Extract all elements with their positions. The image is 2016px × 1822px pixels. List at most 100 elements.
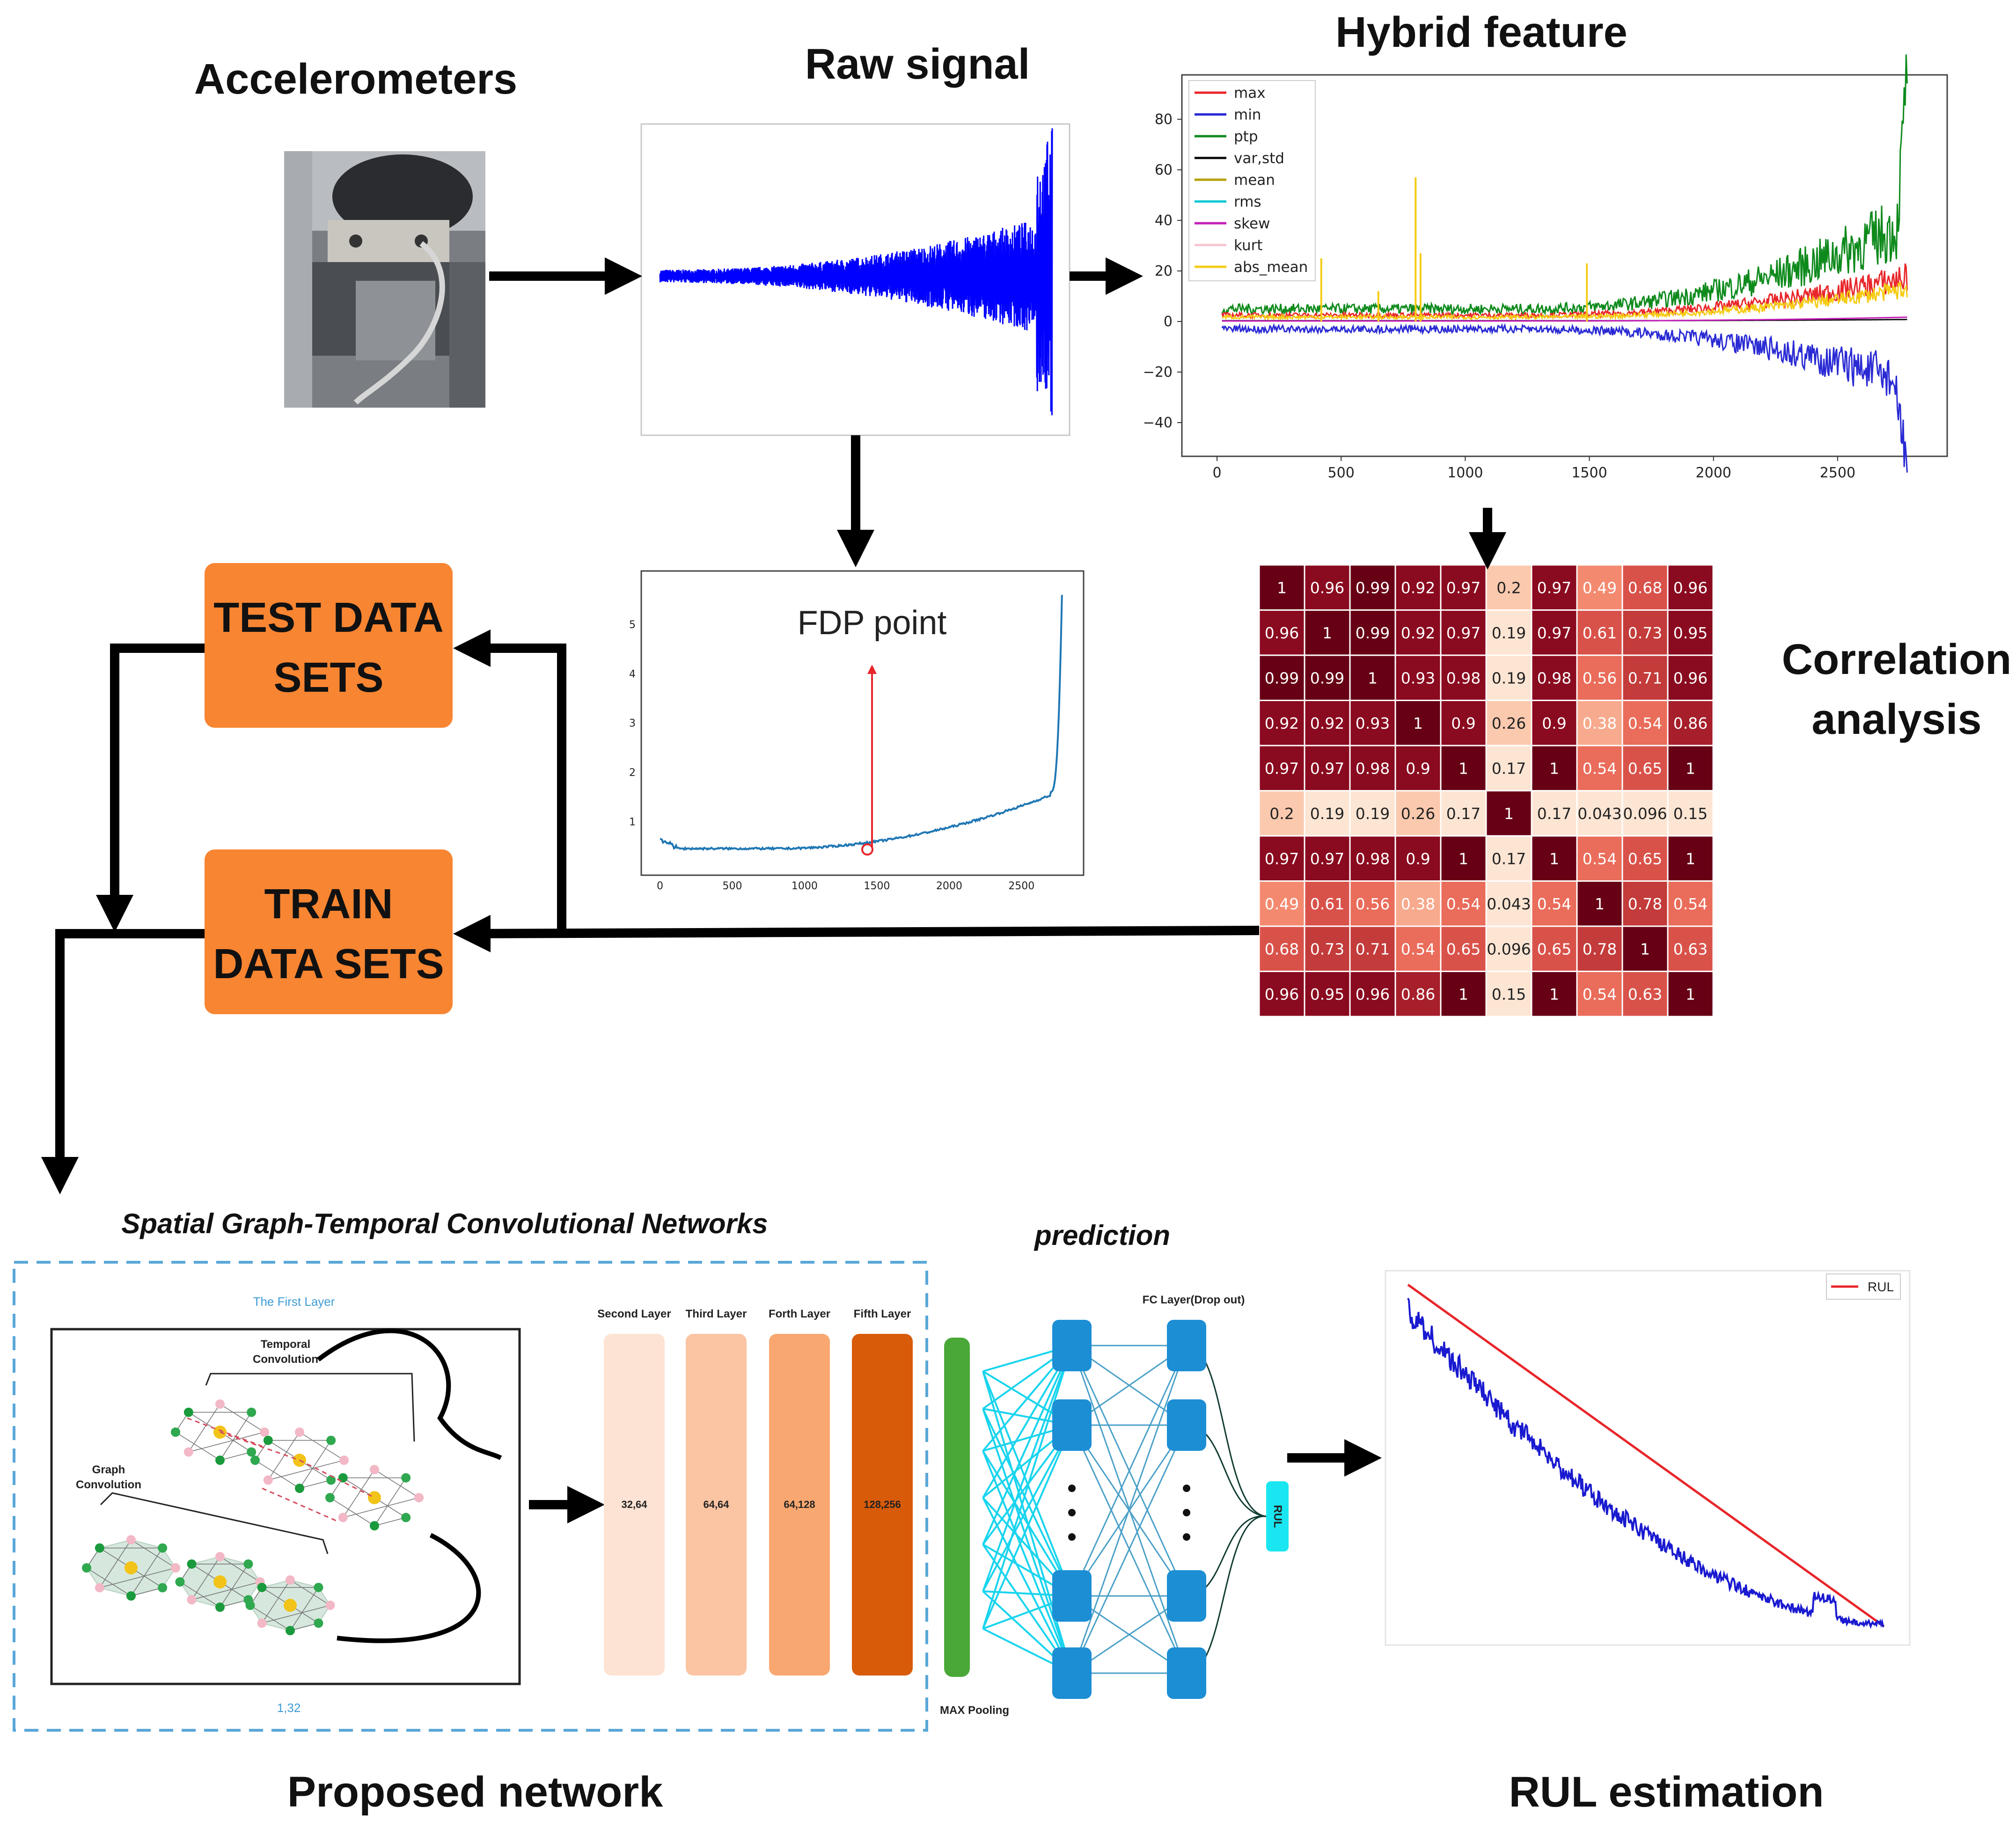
heatmap-value: 0.096 [1487,940,1531,958]
heatmap-value: 0.54 [1673,895,1708,913]
heatmap-value: 1 [1595,895,1605,913]
heatmap-cell [1349,790,1396,837]
hybrid-series-max [1221,263,1908,321]
graph-center-node [213,1575,227,1588]
fdp-ytick-label: 4 [629,668,636,680]
graph-edge [250,1605,291,1631]
fdp-xtick-label: 0 [657,880,663,892]
fc-ellipsis-dot [1068,1533,1076,1541]
hybrid-legend-label: skew [1234,215,1270,232]
graph-node [339,1456,349,1465]
heatmap-value: 1 [1549,849,1559,868]
heatmap-value: 1 [1277,578,1287,597]
graph-node [158,1543,168,1553]
heatmap-value: 1 [1459,849,1468,868]
fc-input-edge [982,1345,1073,1629]
hybrid-xtick-label: 500 [1328,465,1355,481]
heatmap-value: 0.65 [1628,849,1662,868]
heatmap-value: 0.65 [1537,940,1571,958]
graph-bracket [100,1492,329,1554]
conv-layer-bar [686,1334,747,1676]
heatmap-value: 0.56 [1583,669,1617,687]
graph-node [187,1595,197,1605]
fc-hidden-edge [1071,1345,1188,1674]
graph-center-node [125,1561,138,1574]
heatmap-value: 0.61 [1583,624,1617,642]
fc-input-edge [982,1497,1073,1674]
graph-edge [299,1432,345,1461]
heatmap-value: 0.73 [1628,624,1662,642]
hybrid-legend-label: abs_mean [1234,259,1308,276]
graph-node [247,1407,257,1417]
heatmap-cell [1667,790,1714,837]
graph-node [95,1583,104,1593]
heatmap-value: 0.63 [1673,940,1708,958]
hybrid-legend-label: kurt [1234,237,1263,254]
rul-true-line [1407,1283,1885,1628]
accelerometers-title: Accelerometers [194,55,517,103]
heatmap-value: 1 [1459,985,1468,1003]
heatmap-value: 0.61 [1310,895,1344,913]
heatmap-value: 0.2 [1269,805,1294,823]
heatmap-value: 0.86 [1673,714,1708,732]
heatmap-value: 0.9 [1451,714,1475,732]
fdp-ytick-label: 2 [629,767,636,779]
heatmap-value: 0.97 [1265,759,1299,777]
heatmap-cell [1531,654,1578,701]
rul-output-label: RUL [1271,1505,1284,1528]
graph-node [183,1447,193,1457]
conv-layer-name: Forth Layer [769,1308,830,1320]
first-layer-dims: 1,32 [277,1701,301,1715]
hybrid-ytick-label: −40 [1143,415,1173,431]
fc-ellipsis-dot [1068,1509,1076,1516]
graph-temporal-link [299,1459,375,1499]
heatmap-value: 0.92 [1401,578,1435,597]
graph-edge [175,1432,220,1461]
heatmap-cell [1576,745,1623,791]
graph-node [215,1552,225,1561]
graph-edge [220,1404,265,1433]
heatmap-value: 0.97 [1265,849,1299,868]
hybrid-series-skew [1222,316,1907,322]
graph-node [295,1427,304,1437]
fc-layer-label: FC Layer(Drop out) [1143,1294,1245,1306]
heatmap-value: 1 [1549,985,1559,1003]
heatmap-cell [1304,925,1351,972]
heatmap-value: 0.2 [1496,578,1521,597]
heatmap-value: 0.19 [1310,805,1344,823]
heatmap-value: 0.65 [1446,940,1481,958]
fc-node [1167,1399,1206,1451]
heatmap-cell [1621,835,1669,882]
heatmap-value: 0.97 [1446,624,1481,642]
heatmap-value: 0.54 [1446,895,1481,913]
heatmap-value: 0.19 [1492,624,1526,642]
heatmap-cell [1349,609,1396,656]
heatmap-value: 0.73 [1310,940,1344,958]
graph-curve-arrow [337,1533,481,1643]
heatmap-value: 0.78 [1628,895,1662,913]
graph-node [314,1618,323,1628]
heatmap-cell [1394,835,1442,882]
heatmap-cell [1621,880,1669,927]
heatmap-value: 0.54 [1583,759,1617,777]
fdp-xtick-label: 2000 [936,880,962,892]
graph-edge [131,1548,163,1596]
train-box-label-1: TRAIN [264,881,393,928]
hybrid-legend-label: min [1234,107,1261,124]
heatmap-value: 0.96 [1673,669,1708,687]
fc-input-edge [982,1425,1073,1592]
heatmap-cell [1258,790,1305,837]
fc-node [1167,1320,1206,1371]
heatmap-value: 0.19 [1356,805,1390,823]
heatmap-value: 1 [1686,759,1695,777]
graph-node [260,1427,269,1437]
heatmap-value: 0.71 [1628,669,1662,687]
heatmap-value: 0.93 [1356,714,1390,732]
heatmap-cell [1621,700,1669,746]
heatmap-cell [1667,564,1714,611]
accelerometer-photo [284,151,485,408]
heatmap-value: 0.97 [1537,578,1571,597]
fc-hidden-edge [1071,1345,1188,1596]
